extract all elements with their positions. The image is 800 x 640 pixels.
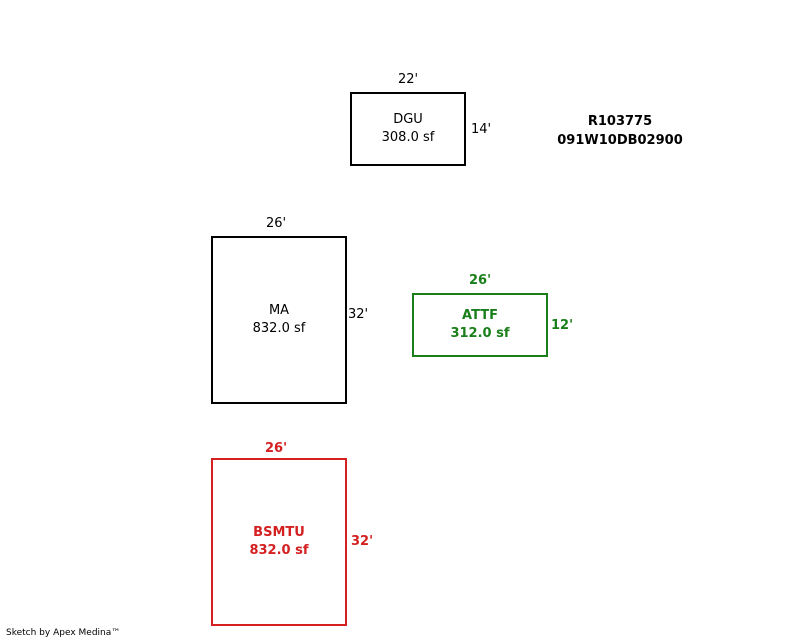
ma-area-box: MA 832.0 sf xyxy=(211,236,347,404)
parcel-map-number: 091W10DB02900 xyxy=(557,133,683,148)
attf-code: ATTF xyxy=(462,308,498,323)
bsmtu-area-box: BSMTU 832.0 sf xyxy=(211,458,347,626)
bsmtu-code: BSMTU xyxy=(253,525,305,540)
ma-depth-label: 32' xyxy=(348,307,369,322)
attf-depth-label: 12' xyxy=(551,318,574,333)
dgu-width-label: 22' xyxy=(398,72,419,87)
ma-code: MA xyxy=(268,303,290,318)
attf-area: 312.0 sf xyxy=(450,326,510,341)
ma-area: 832.0 sf xyxy=(252,321,306,336)
dgu-area-box: DGU 308.0 sf xyxy=(350,92,466,166)
dgu-depth-label: 14' xyxy=(471,122,492,137)
attf-width-label: 26' xyxy=(469,273,492,288)
bsmtu-depth-label: 32' xyxy=(351,534,374,549)
attf-area-box: ATTF 312.0 sf xyxy=(412,293,548,357)
dgu-code: DGU xyxy=(393,112,423,127)
bsmtu-width-label: 26' xyxy=(265,441,288,456)
dgu-area: 308.0 sf xyxy=(381,130,435,145)
ma-width-label: 26' xyxy=(266,216,287,231)
parcel-id: R103775 xyxy=(587,114,653,129)
bsmtu-area: 832.0 sf xyxy=(249,543,309,558)
sketch-credit: Sketch by Apex Medina™ xyxy=(6,628,121,638)
